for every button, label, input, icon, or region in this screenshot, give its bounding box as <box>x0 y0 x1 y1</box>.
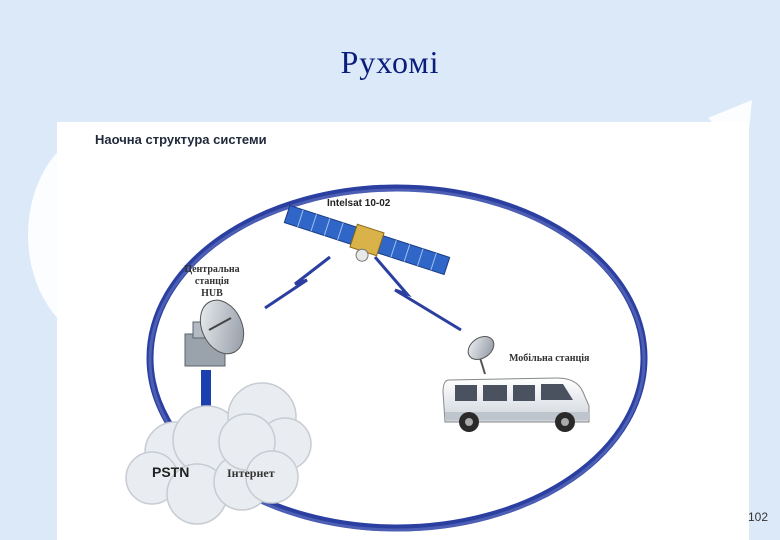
mobile-station-van-icon <box>442 377 590 432</box>
satellite-icon <box>283 204 451 276</box>
hub-label-line2: HUB <box>201 288 223 299</box>
diagram-graphics <box>125 184 648 532</box>
downlink-mobile-signal <box>373 256 462 332</box>
hub-dish-icon <box>184 299 245 367</box>
diagram-heading: Наочна структура системи <box>95 132 267 147</box>
uplink-hub-signal <box>264 255 331 310</box>
mobile-station-label: Мобільна станція <box>509 353 590 364</box>
slide-title: Рухомі <box>340 44 440 80</box>
internet-label: Інтернет <box>227 466 275 480</box>
hub-label: Центральна станція HUB <box>167 264 257 300</box>
network-diagram: Наочна структура системи <box>57 122 749 540</box>
page-number: 102 <box>748 510 769 524</box>
pstn-label: PSTN <box>152 464 190 480</box>
hub-label-line1: Центральна станція <box>184 264 240 287</box>
mobile-dish-icon <box>467 336 495 375</box>
satellite-label: Intelsat 10-02 <box>327 198 391 209</box>
network-cloud-icon <box>125 382 312 525</box>
